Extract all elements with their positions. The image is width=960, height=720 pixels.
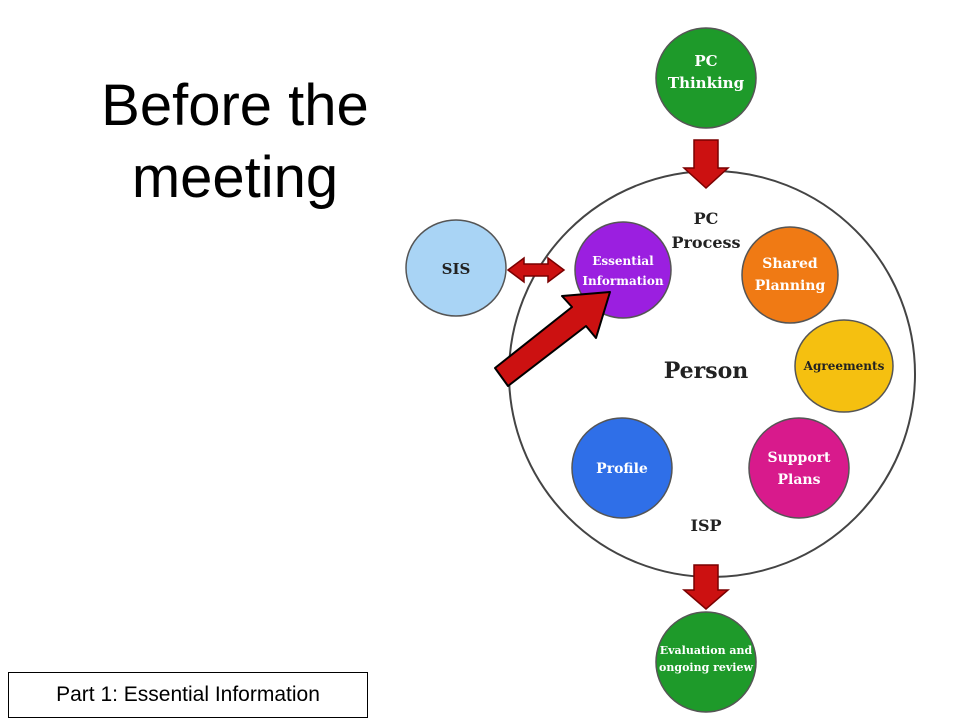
pc-thinking-circle [655,27,757,129]
shared-planning-circle [741,226,839,324]
sis-node: SIS [405,219,507,317]
essential-information-label-1: Essential [592,254,654,268]
agreements-circle [794,319,894,413]
person-label: Person [664,358,749,384]
slide-title-line2: meeting [131,145,339,210]
evaluation-node: Evaluation and ongoing review [655,611,757,713]
pointer-arrow-icon [494,291,611,387]
profile-label: Profile [596,461,648,477]
profile-circle [571,417,673,519]
double-arrow-icon [506,256,566,284]
shared-planning-node: Shared Planning [741,226,839,324]
footer-caption: Part 1: Essential Information [8,672,368,718]
sis-label: SIS [442,260,471,278]
support-plans-label-1: Support [767,450,831,466]
evaluation-label-1: Evaluation and [660,644,753,657]
down-arrow-bottom-icon [681,564,731,610]
isp-label: ISP [690,516,721,535]
agreements-label: Agreements [803,359,885,373]
sis-circle [405,219,507,317]
essential-information-label-2: Information [582,274,663,288]
pc-thinking-label-2: Thinking [668,74,745,92]
slide-title: Before the meeting [40,70,430,214]
support-plans-node: Support Plans [748,417,850,519]
pc-thinking-label-1: PC [694,52,717,70]
support-plans-label-2: Plans [778,472,821,488]
profile-node: Profile [571,417,673,519]
pc-process-label-2: Process [671,233,740,252]
shared-planning-label-2: Planning [755,278,826,294]
shared-planning-label-1: Shared [762,256,818,272]
slide-title-line1: Before the [101,73,369,138]
support-plans-circle [748,417,850,519]
pc-process-label-1: PC [694,209,719,228]
agreements-node: Agreements [794,319,894,413]
pc-thinking-node: PC Thinking [655,27,757,129]
down-arrow-top-icon [682,139,730,190]
footer-caption-text: Part 1: Essential Information [56,683,320,706]
evaluation-label-2: ongoing review [659,661,753,674]
evaluation-circle [655,611,757,713]
